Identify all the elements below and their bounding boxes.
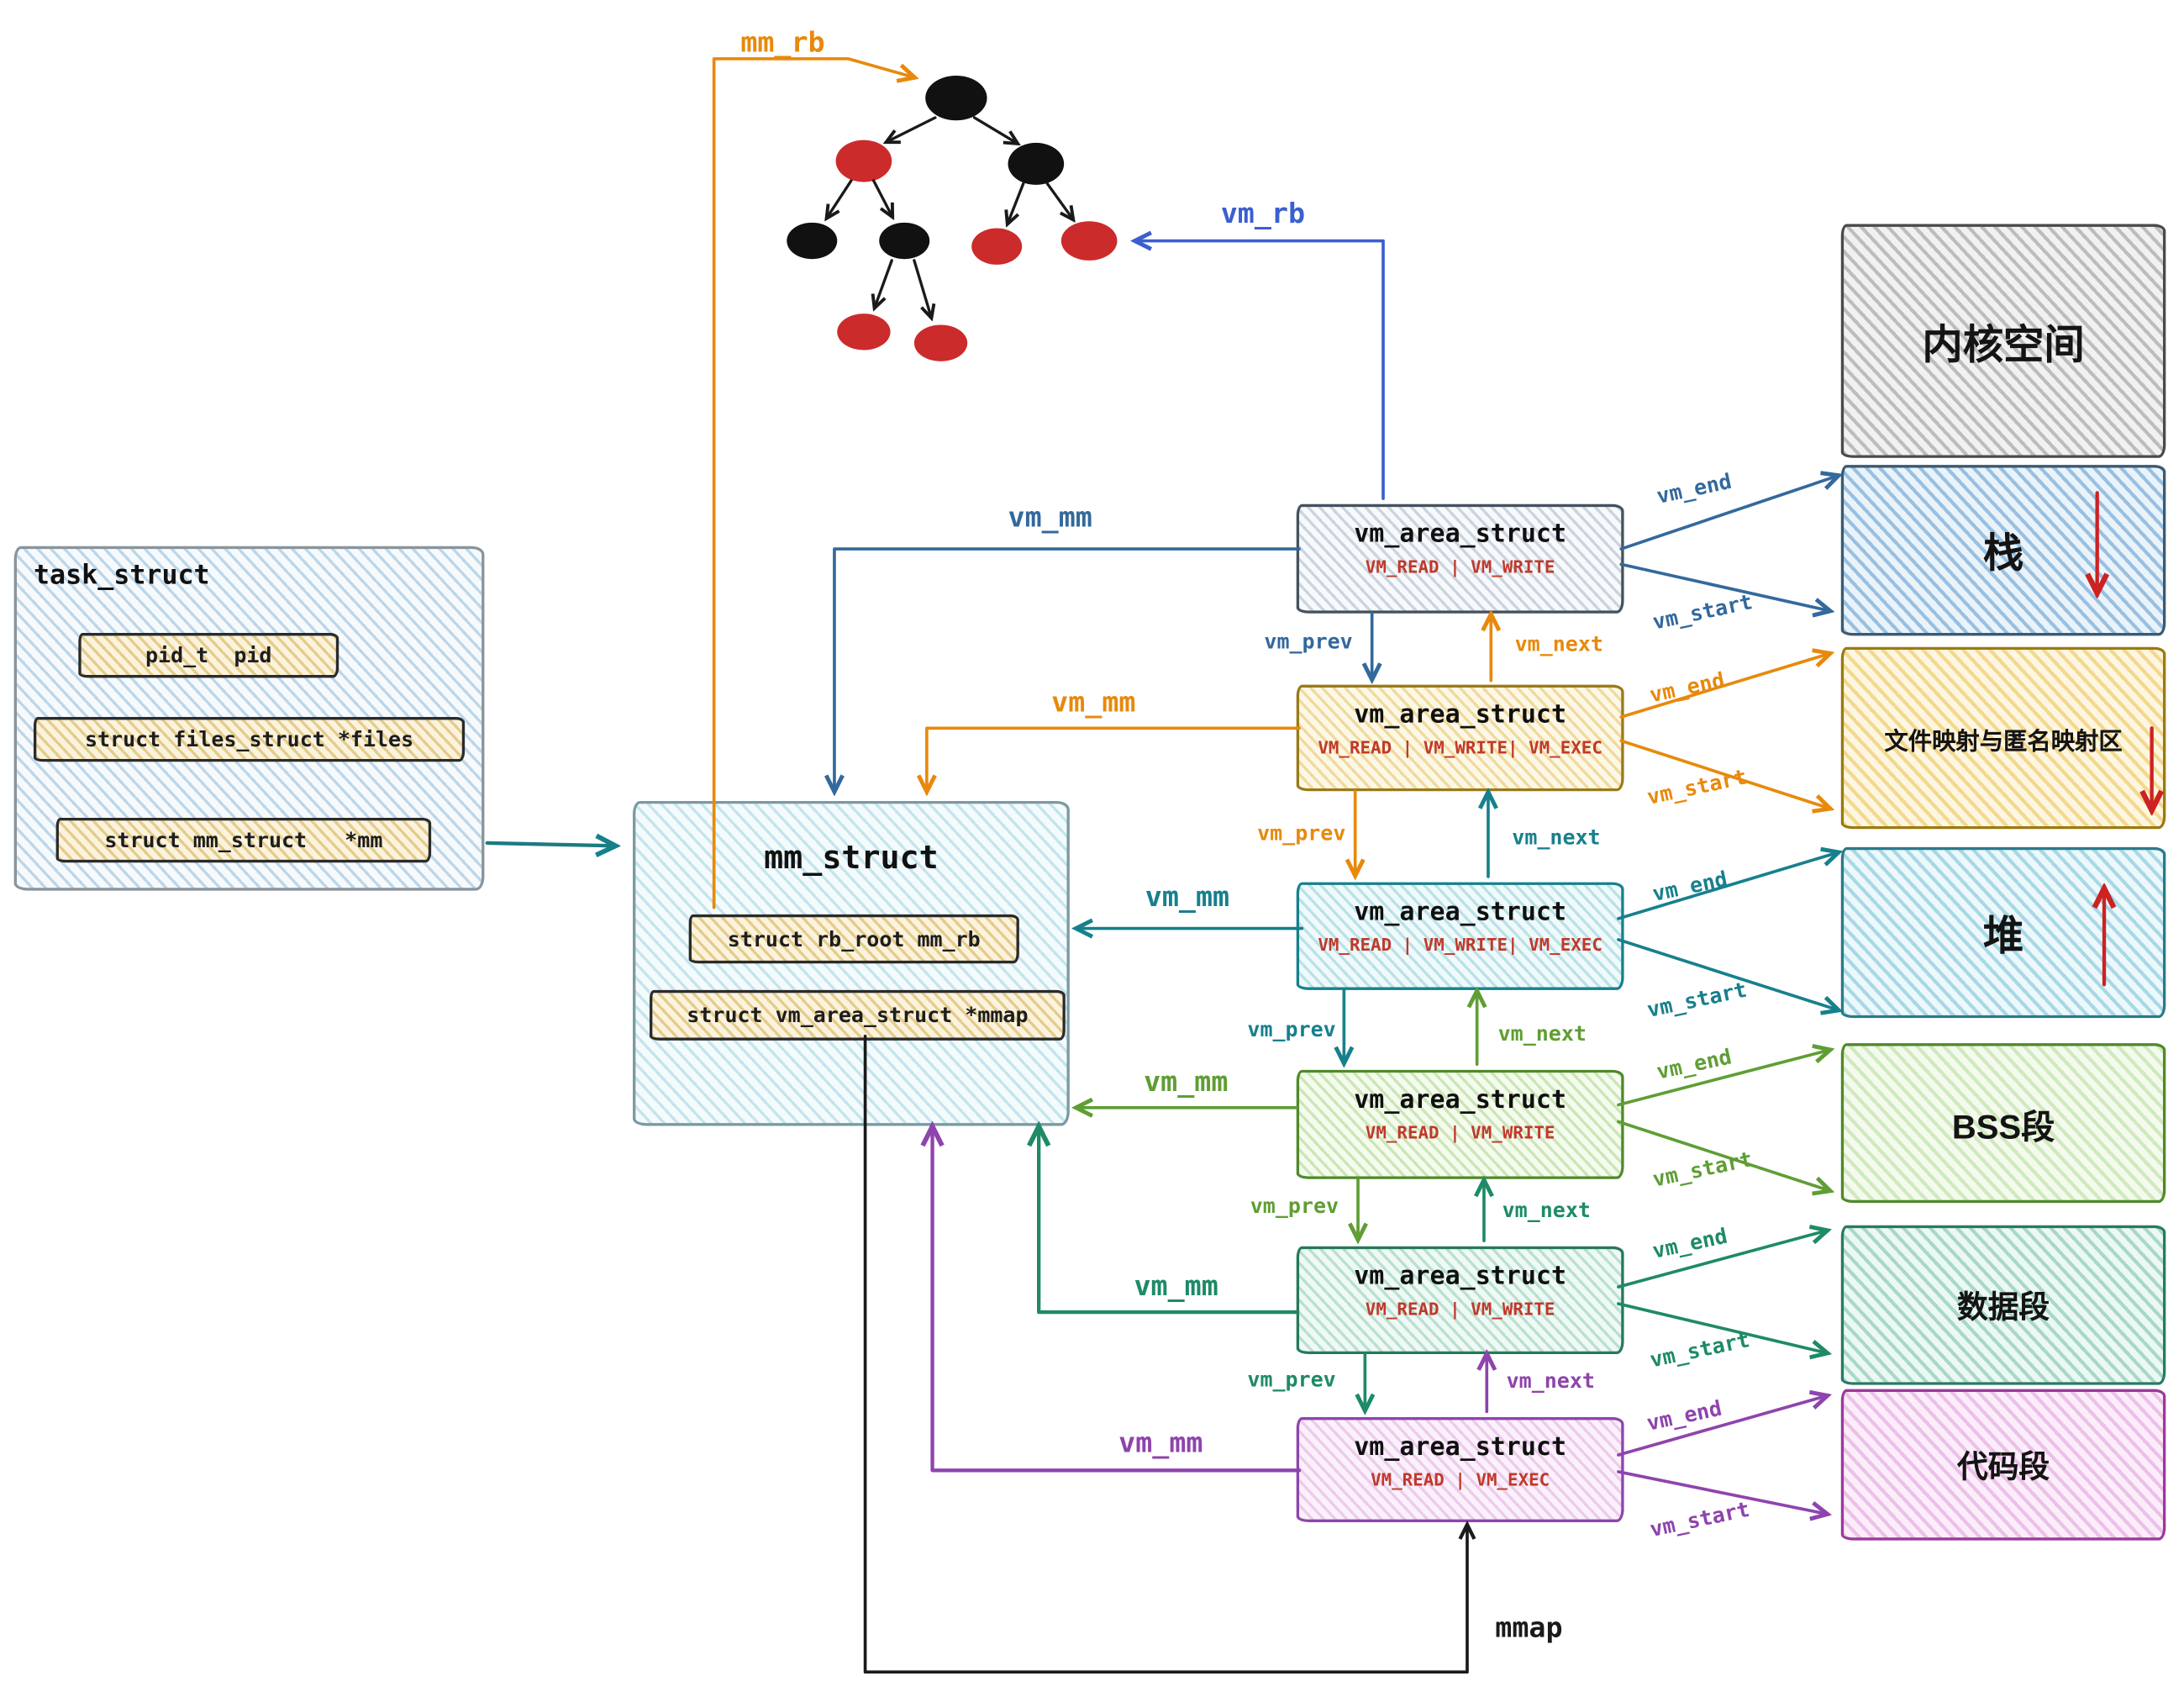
task-struct-title: task_struct	[33, 560, 210, 592]
edge-label-vm-prev-3: vm_prev	[1247, 1016, 1336, 1042]
vm-area-box-heap: vm_area_struct VM_READ | VM_WRITE| VM_EX…	[1296, 882, 1624, 990]
region-label-code-segment: 代码段	[1957, 1449, 2050, 1484]
vm-area-flags: VM_READ | VM_WRITE	[1365, 556, 1555, 577]
region-kernel-space: 内核空间	[1840, 224, 2166, 458]
edge-label-vm-end-5: vm_end	[1650, 1223, 1730, 1264]
edge-label-vm-start-3: vm_start	[1645, 977, 1750, 1023]
vm-area-flags: VM_READ | VM_WRITE| VM_EXEC	[1318, 934, 1602, 956]
edge-label-vm-next-4: vm_next	[1502, 1197, 1591, 1223]
edge-label-vm-end-2: vm_end	[1647, 667, 1727, 709]
field-pid: pid_t pid	[78, 633, 339, 678]
region-label-file-mapping: 文件映射与匿名映射区	[1884, 727, 2123, 755]
rb-node-red	[913, 324, 968, 361]
edge-label-vm-mm-5: vm_mm	[1134, 1268, 1218, 1303]
edge-label-mmap: mmap	[1495, 1610, 1563, 1644]
vm-area-box-file-mapping: vm_area_struct VM_READ | VM_WRITE| VM_EX…	[1296, 684, 1624, 792]
edge-label-vm-end-6: vm_end	[1645, 1395, 1724, 1436]
rb-node-black	[879, 222, 930, 260]
task-to-mm-arrow	[485, 843, 613, 846]
edge-label-vm-prev-5: vm_prev	[1247, 1367, 1336, 1393]
vm-area-title: vm_area_struct	[1354, 1085, 1567, 1115]
field-files: struct files_struct *files	[33, 716, 466, 762]
region-label-heap: 堆	[1982, 914, 2024, 960]
edge-label-vm-prev-2: vm_prev	[1257, 820, 1346, 846]
rb-node-red	[837, 314, 891, 351]
field-mm: struct mm_struct *mm	[55, 817, 432, 863]
rb-node-black	[787, 222, 838, 260]
edge-label-vm-mm-4: vm_mm	[1144, 1064, 1229, 1099]
edge-label-vm-start-5: vm_start	[1647, 1326, 1752, 1373]
region-label-stack: 栈	[1982, 532, 2024, 577]
vm-area-box-data-segment: vm_area_struct VM_READ | VM_WRITE	[1296, 1246, 1624, 1355]
region-bss: BSS段	[1840, 1043, 2166, 1204]
edge-label-vm-next-3: vm_next	[1497, 1020, 1587, 1046]
field-mmap: struct vm_area_struct *mmap	[650, 989, 1066, 1041]
mm-rb-arrow	[712, 57, 913, 909]
edge-label-vm-start-6: vm_start	[1647, 1496, 1752, 1542]
region-file-mapping: 文件映射与匿名映射区	[1840, 646, 2166, 830]
vm-rb-arrow	[1137, 241, 1385, 500]
edge-label-vm-mm-1: vm_mm	[1008, 499, 1092, 534]
red-black-tree	[787, 75, 1118, 361]
edge-label-vm-end-4: vm_end	[1654, 1044, 1734, 1085]
edge-label-vm-prev-1: vm_prev	[1264, 629, 1353, 655]
vm-area-flags: VM_READ | VM_WRITE	[1365, 1298, 1555, 1320]
region-label-bss: BSS段	[1951, 1108, 2055, 1146]
edge-label-vm-prev-4: vm_prev	[1250, 1193, 1339, 1219]
edge-label-vm-next-5: vm_next	[1506, 1368, 1595, 1394]
region-stack: 栈	[1840, 465, 2166, 636]
edge-label-vm-end-1: vm_end	[1654, 468, 1734, 509]
edge-label-vm-start-2: vm_start	[1645, 764, 1750, 810]
edge-label-vm-next-2: vm_next	[1512, 825, 1601, 851]
edge-label-vm-next-1: vm_next	[1514, 631, 1603, 657]
edge-label-vm-mm-2: vm_mm	[1051, 684, 1136, 719]
vm-area-title: vm_area_struct	[1354, 1432, 1567, 1463]
rb-node-red	[1060, 221, 1118, 261]
region-label-kernel: 内核空间	[1922, 323, 2085, 368]
edge-label-mm-rb: mm_rb	[740, 24, 825, 59]
vm-area-title: vm_area_struct	[1354, 897, 1567, 927]
mm-struct-box: mm_struct struct rb_root mm_rb struct vm…	[633, 800, 1070, 1126]
field-mm-rb: struct rb_root mm_rb	[688, 914, 1019, 964]
vm-area-flags: VM_READ | VM_WRITE| VM_EXEC	[1318, 736, 1602, 758]
vm-area-title: vm_area_struct	[1354, 1262, 1567, 1292]
region-code-segment: 代码段	[1840, 1389, 2166, 1541]
vm-area-box-bss: vm_area_struct VM_READ | VM_WRITE	[1296, 1069, 1624, 1179]
edge-label-vm-start-4: vm_start	[1650, 1146, 1755, 1193]
vm-area-box-stack: vm_area_struct VM_READ | VM_WRITE	[1296, 503, 1624, 614]
vm-area-flags: VM_READ | VM_WRITE	[1365, 1121, 1555, 1143]
vm-area-flags: VM_READ | VM_EXEC	[1371, 1468, 1550, 1490]
edge-label-vm-start-1: vm_start	[1650, 588, 1755, 635]
region-label-data-segment: 数据段	[1957, 1289, 2050, 1326]
edge-label-vm-mm-6: vm_mm	[1118, 1425, 1203, 1459]
vm-area-title: vm_area_struct	[1354, 700, 1567, 730]
task-struct-box: task_struct pid_t pid struct files_struc…	[13, 546, 485, 891]
mm-struct-title: mm_struct	[764, 840, 939, 877]
rb-node-root-black	[925, 75, 987, 121]
vm-area-box-code-segment: vm_area_struct VM_READ | VM_EXEC	[1296, 1416, 1624, 1522]
vm-area-title: vm_area_struct	[1354, 519, 1567, 550]
rb-node-red	[835, 140, 892, 182]
rb-node-black	[1008, 142, 1065, 185]
edge-label-vm-mm-3: vm_mm	[1145, 879, 1230, 914]
edge-label-vm-end-3: vm_end	[1650, 866, 1730, 907]
rb-node-red	[971, 228, 1023, 265]
region-heap: 堆	[1840, 846, 2166, 1019]
region-data-segment: 数据段	[1840, 1225, 2166, 1385]
edge-label-vm-rb: vm_rb	[1220, 196, 1306, 230]
